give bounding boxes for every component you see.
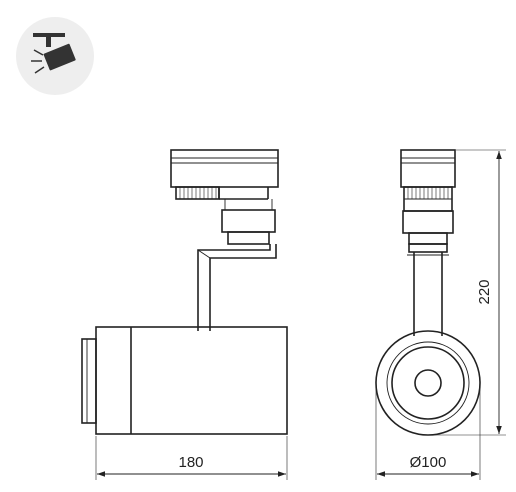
diameter-dimension: Ø100 — [375, 384, 481, 480]
side-ribs — [179, 187, 217, 199]
track-spotlight-icon — [16, 17, 94, 95]
front-ribs — [407, 187, 449, 199]
height-dimension: 220 — [430, 149, 506, 436]
height-label: 220 — [476, 279, 493, 304]
length-label: 180 — [178, 454, 203, 471]
side-view — [81, 149, 288, 435]
front-view — [375, 149, 481, 436]
length-dimension: 180 — [95, 436, 288, 480]
diameter-label: Ø100 — [410, 454, 447, 471]
